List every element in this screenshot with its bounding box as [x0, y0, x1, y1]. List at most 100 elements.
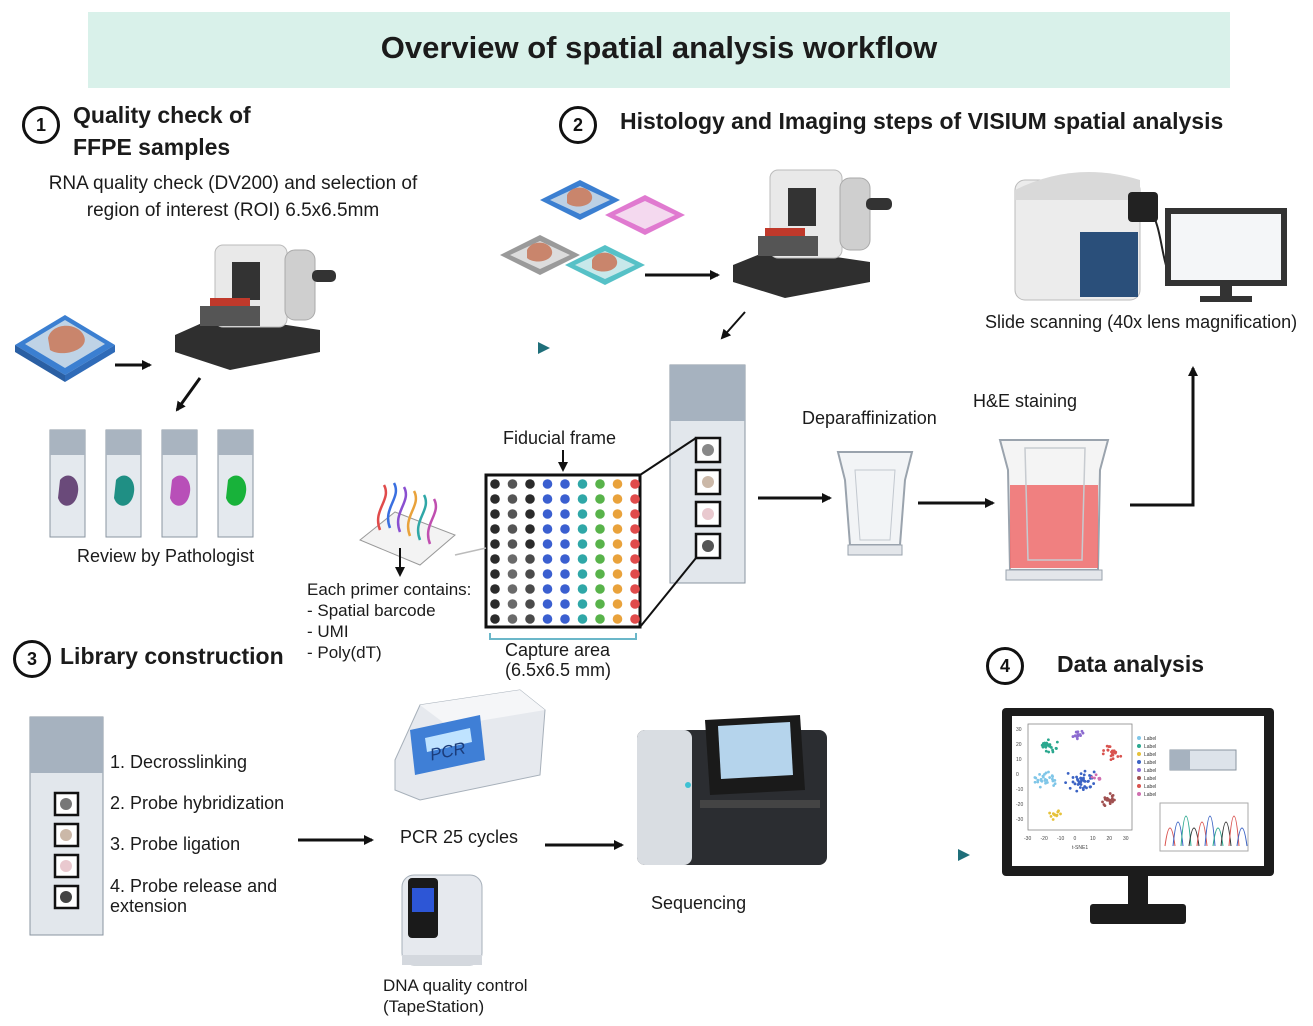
capture-spot [560, 524, 570, 534]
tsne-point [1038, 772, 1041, 776]
capture-spot [577, 479, 588, 489]
pcr-machine-icon [394, 689, 546, 801]
tsne-point [1108, 745, 1112, 749]
tsne-point [1085, 786, 1088, 790]
slide-scanning-label: Slide scanning (40x lens magnification) [985, 312, 1298, 332]
capture-spot [630, 509, 640, 519]
deparaffinization-label: Deparaffinization [802, 408, 937, 428]
tsne-point [1116, 755, 1120, 758]
capture-spot [490, 494, 500, 504]
legend-label: Label [1144, 768, 1156, 774]
tsne-point [1082, 773, 1086, 777]
visium-slide-icon [669, 364, 746, 584]
tsne-point [1078, 786, 1082, 789]
library-step-item: 2. Probe hybridization [110, 793, 285, 813]
capture-spot [542, 509, 553, 519]
capture-spot [595, 524, 605, 534]
capture-spot [577, 554, 588, 564]
tsne-point [1039, 778, 1043, 782]
capture-spot [595, 509, 605, 519]
capture-spot [507, 539, 518, 549]
capture-spot [612, 614, 623, 624]
legend-label: Label [1144, 776, 1156, 782]
tsne-point [1073, 782, 1077, 786]
step-4-title: Data analysis [1057, 651, 1205, 677]
tsne-y-tick: -10 [1016, 787, 1023, 793]
tsne-point [1068, 786, 1072, 790]
capture-spot [612, 539, 623, 549]
tsne-point [1048, 744, 1051, 748]
library-slide-icon [29, 716, 104, 936]
tsne-point [1050, 774, 1054, 778]
tsne-point [1077, 782, 1081, 786]
capture-spot [630, 524, 640, 534]
review-by-pathologist-label: Review by Pathologist [77, 546, 255, 566]
monitor-icon [1165, 208, 1287, 302]
chromatogram-peak [1180, 815, 1192, 847]
tsne-point [1087, 779, 1090, 783]
primer-heading: Each primer contains: [307, 580, 472, 599]
capture-spot [507, 479, 518, 489]
step-1-description-line2: region of interest (ROI) 6.5x6.5mm [86, 200, 380, 221]
tsne-point [1059, 812, 1062, 816]
tapestation-icon [401, 874, 483, 966]
legend-label: Label [1144, 744, 1156, 750]
dna-qc-label-line1: DNA quality control [383, 976, 528, 995]
tsne-x-tick: 10 [1090, 836, 1096, 842]
capture-spot [490, 554, 500, 564]
tsne-y-tick: 10 [1016, 757, 1022, 763]
legend-swatch [1137, 784, 1141, 788]
chromatogram-peak [1236, 827, 1248, 847]
capture-spot [612, 494, 623, 504]
capture-spot [577, 494, 588, 504]
legend-swatch [1137, 768, 1141, 772]
capture-spot [542, 614, 553, 624]
step-1-title-line2: FFPE samples [73, 134, 231, 160]
capture-spot [542, 539, 553, 549]
title-banner [88, 12, 1230, 88]
tsne-point [1090, 775, 1094, 779]
tsne-point [1075, 735, 1079, 738]
legend-swatch [1137, 752, 1141, 756]
legend-label: Label [1144, 792, 1156, 798]
library-step-item: 1. Decrosslinking [110, 752, 248, 772]
step-1-description-line1: RNA quality check (DV200) and selection … [48, 173, 418, 194]
sequence-chromatogram [1164, 815, 1248, 847]
capture-spot [630, 539, 640, 549]
tsne-point [1075, 789, 1079, 793]
capture-spot [507, 509, 518, 519]
chromatogram-peak [1188, 827, 1200, 847]
tsne-point [1110, 750, 1114, 754]
tsne-point [1033, 780, 1037, 784]
capture-spot [542, 479, 553, 489]
step-2-badge: 2 [559, 106, 597, 144]
capture-spot [490, 479, 500, 489]
capture-spot [560, 614, 570, 624]
tsne-point [1051, 818, 1055, 821]
tsne-point [1119, 754, 1123, 758]
library-step-item: extension [110, 896, 188, 916]
slide-scanner-icon [1014, 172, 1181, 301]
capture-spot [525, 494, 535, 504]
capture-area-label-line1: Capture area [505, 640, 611, 660]
fiducial-frame-label: Fiducial frame [503, 428, 617, 448]
capture-spot [525, 554, 535, 564]
capture-spot [490, 569, 500, 579]
tsne-point [1049, 814, 1053, 818]
capture-spot [507, 524, 518, 534]
legend-swatch [1137, 736, 1141, 740]
stained-slides-icon [49, 429, 254, 538]
tissue-cassette-icon [15, 315, 115, 382]
tsne-point [1106, 748, 1110, 752]
step-1-title-line1: Quality check of [73, 102, 251, 128]
capture-spot [525, 479, 535, 489]
tsne-point [1066, 771, 1070, 775]
step-2-title: Histology and Imaging steps of VISIUM sp… [620, 108, 1224, 134]
tsne-point [1050, 777, 1054, 781]
capture-spot [577, 509, 588, 519]
capture-spot [525, 584, 535, 594]
tsne-point [1109, 758, 1113, 762]
data-analysis-monitor-icon [1002, 708, 1274, 924]
deparaffinization-jar-icon [836, 451, 914, 556]
capture-spot [612, 599, 623, 609]
